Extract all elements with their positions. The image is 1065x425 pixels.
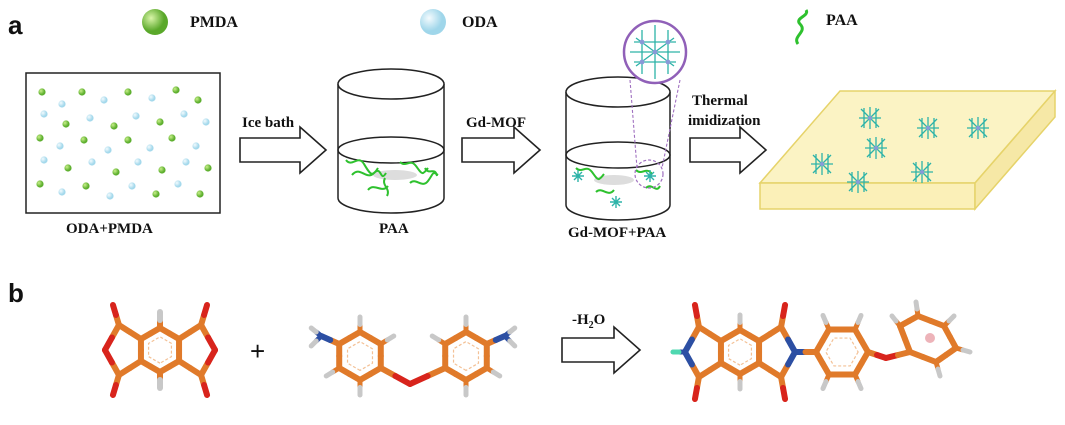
dehydration-condition: -H2O <box>572 312 605 331</box>
pmda-dot <box>156 118 164 126</box>
pmda-dot <box>112 168 120 176</box>
oda-dot <box>40 156 48 164</box>
beaker-gd-mof-paa <box>565 76 681 221</box>
arrow-dehydration <box>561 325 642 375</box>
mof-particle <box>917 117 939 139</box>
panel-label-a: a <box>8 10 23 40</box>
oda-dot <box>128 182 136 190</box>
legend-pmda-label: PMDA <box>190 14 238 31</box>
oda-pmda-mixture-box <box>25 72 221 214</box>
pmda-dot <box>158 166 166 174</box>
pmda-dot <box>110 122 118 130</box>
pmda-dot <box>124 88 132 96</box>
pmda-dot <box>36 134 44 142</box>
pmda-dot <box>38 88 46 96</box>
arrow-thermal-imidization <box>689 125 768 175</box>
thermal-label: Thermal <box>692 93 748 109</box>
legend-pmda-sphere <box>140 7 170 37</box>
oda-dot <box>58 100 66 108</box>
legend-oda-sphere <box>418 7 448 37</box>
gd-mof-label: Gd-MOF <box>466 115 526 131</box>
oda-dot <box>106 192 114 200</box>
oda-dot <box>180 110 188 118</box>
pmda-dot <box>172 86 180 94</box>
pmda-dot <box>62 120 70 128</box>
beaker-paa <box>337 68 445 214</box>
pmda-dot <box>36 180 44 188</box>
beaker-paa-label: PAA <box>379 221 409 237</box>
mixture-label: ODA+PMDA <box>66 221 153 237</box>
imidization-label: imidization <box>688 113 761 129</box>
pmda-molecule <box>101 302 219 398</box>
mof-particle <box>859 107 881 129</box>
oda-dot <box>182 158 190 166</box>
pmda-dot <box>168 134 176 142</box>
mof-particle <box>811 153 833 175</box>
oda-dot <box>56 142 64 150</box>
ice-bath-label: Ice bath <box>242 115 295 131</box>
pmda-dot <box>64 164 72 172</box>
imide-product-molecule <box>670 299 973 402</box>
pmda-dot <box>80 136 88 144</box>
oda-dot <box>146 144 154 152</box>
pmda-dot <box>152 190 160 198</box>
pmda-dot <box>196 190 204 198</box>
oda-dot <box>174 180 182 188</box>
arrow-ice-bath <box>239 125 328 175</box>
mof-particle <box>911 161 933 183</box>
oda-dot <box>202 118 210 126</box>
pmda-dot <box>82 182 90 190</box>
oda-dot <box>40 110 48 118</box>
pmda-dot <box>204 164 212 172</box>
mof-particle <box>967 117 989 139</box>
legend-paa-label: PAA <box>826 12 858 29</box>
pmda-dot <box>78 88 86 96</box>
oda-dot <box>58 188 66 196</box>
oda-dot <box>104 146 112 154</box>
beaker-gd-mof-paa-label: Gd-MOF+PAA <box>568 225 667 241</box>
oda-dot <box>132 112 140 120</box>
condition-prefix: -H <box>572 312 589 328</box>
mof-magnified-view <box>622 19 688 85</box>
pmda-dot <box>124 136 132 144</box>
condition-suffix: O <box>593 312 606 328</box>
oda-molecule <box>308 314 518 398</box>
oda-dot <box>192 142 200 150</box>
legend-paa-chain-icon <box>790 8 820 46</box>
arrow-gd-mof <box>461 125 542 175</box>
legend-oda-label: ODA <box>462 14 498 31</box>
plus-sign: + <box>250 336 266 366</box>
oda-dot <box>148 94 156 102</box>
oda-dot <box>100 96 108 104</box>
mof-particle <box>865 137 887 159</box>
mof-particle <box>847 171 869 193</box>
pi-film <box>758 88 1057 212</box>
oda-dot <box>86 114 94 122</box>
pmda-dot <box>194 96 202 104</box>
oda-dot <box>134 158 142 166</box>
panel-label-b: b <box>8 278 24 308</box>
condition-subscript: 2 <box>588 320 594 331</box>
oda-dot <box>88 158 96 166</box>
